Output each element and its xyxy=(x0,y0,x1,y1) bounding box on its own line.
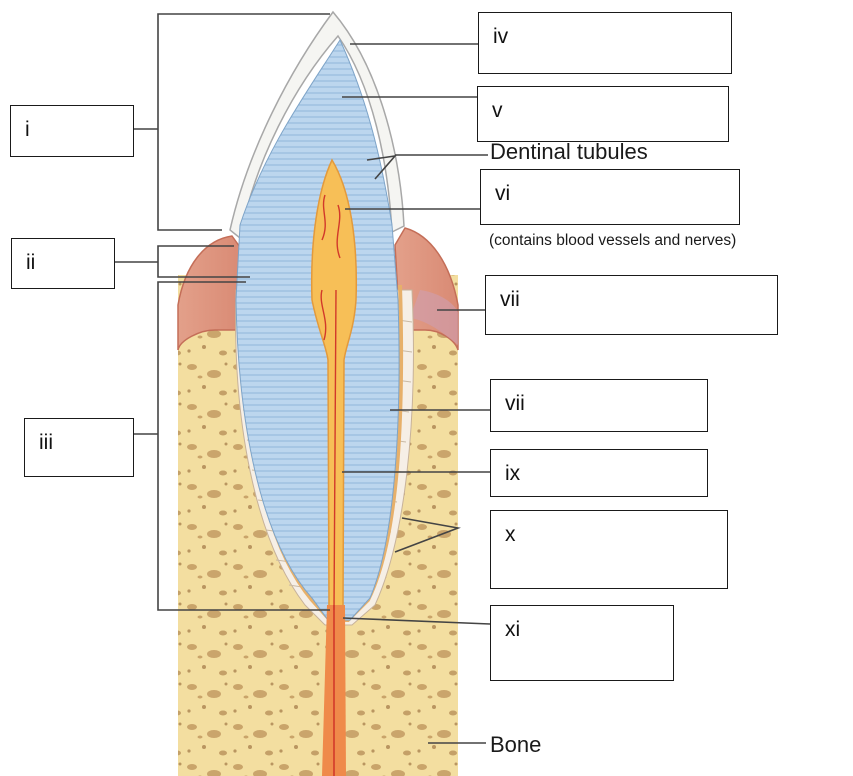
label-box-vii-a[interactable]: vii xyxy=(485,275,778,335)
label-box-v[interactable]: v xyxy=(477,86,729,142)
label-box-vii-b-text: vii xyxy=(505,392,525,415)
label-box-iv[interactable]: iv xyxy=(478,12,732,74)
label-box-ii-text: ii xyxy=(26,251,35,274)
label-box-iv-text: iv xyxy=(493,25,508,48)
label-box-vi-text: vi xyxy=(495,182,510,205)
label-box-vi[interactable]: vi xyxy=(480,169,740,225)
label-box-xi[interactable]: xi xyxy=(490,605,674,681)
label-box-x[interactable]: x xyxy=(490,510,728,589)
pulp-note: (contains blood vessels and nerves) xyxy=(489,232,736,250)
label-box-vii-a-text: vii xyxy=(500,288,520,311)
label-box-ix-text: ix xyxy=(505,462,520,485)
label-box-v-text: v xyxy=(492,99,503,122)
bone-label: Bone xyxy=(490,732,541,758)
label-box-iii[interactable]: iii xyxy=(24,418,134,477)
label-box-vii-b[interactable]: vii xyxy=(490,379,708,432)
label-box-i-text: i xyxy=(25,118,30,141)
dentinal-tubules-label: Dentinal tubules xyxy=(490,139,648,165)
label-box-ix[interactable]: ix xyxy=(490,449,708,497)
label-box-ii[interactable]: ii xyxy=(11,238,115,289)
label-box-iii-text: iii xyxy=(39,431,53,454)
label-box-i[interactable]: i xyxy=(10,105,134,157)
label-box-x-text: x xyxy=(505,523,516,546)
label-box-xi-text: xi xyxy=(505,618,520,641)
